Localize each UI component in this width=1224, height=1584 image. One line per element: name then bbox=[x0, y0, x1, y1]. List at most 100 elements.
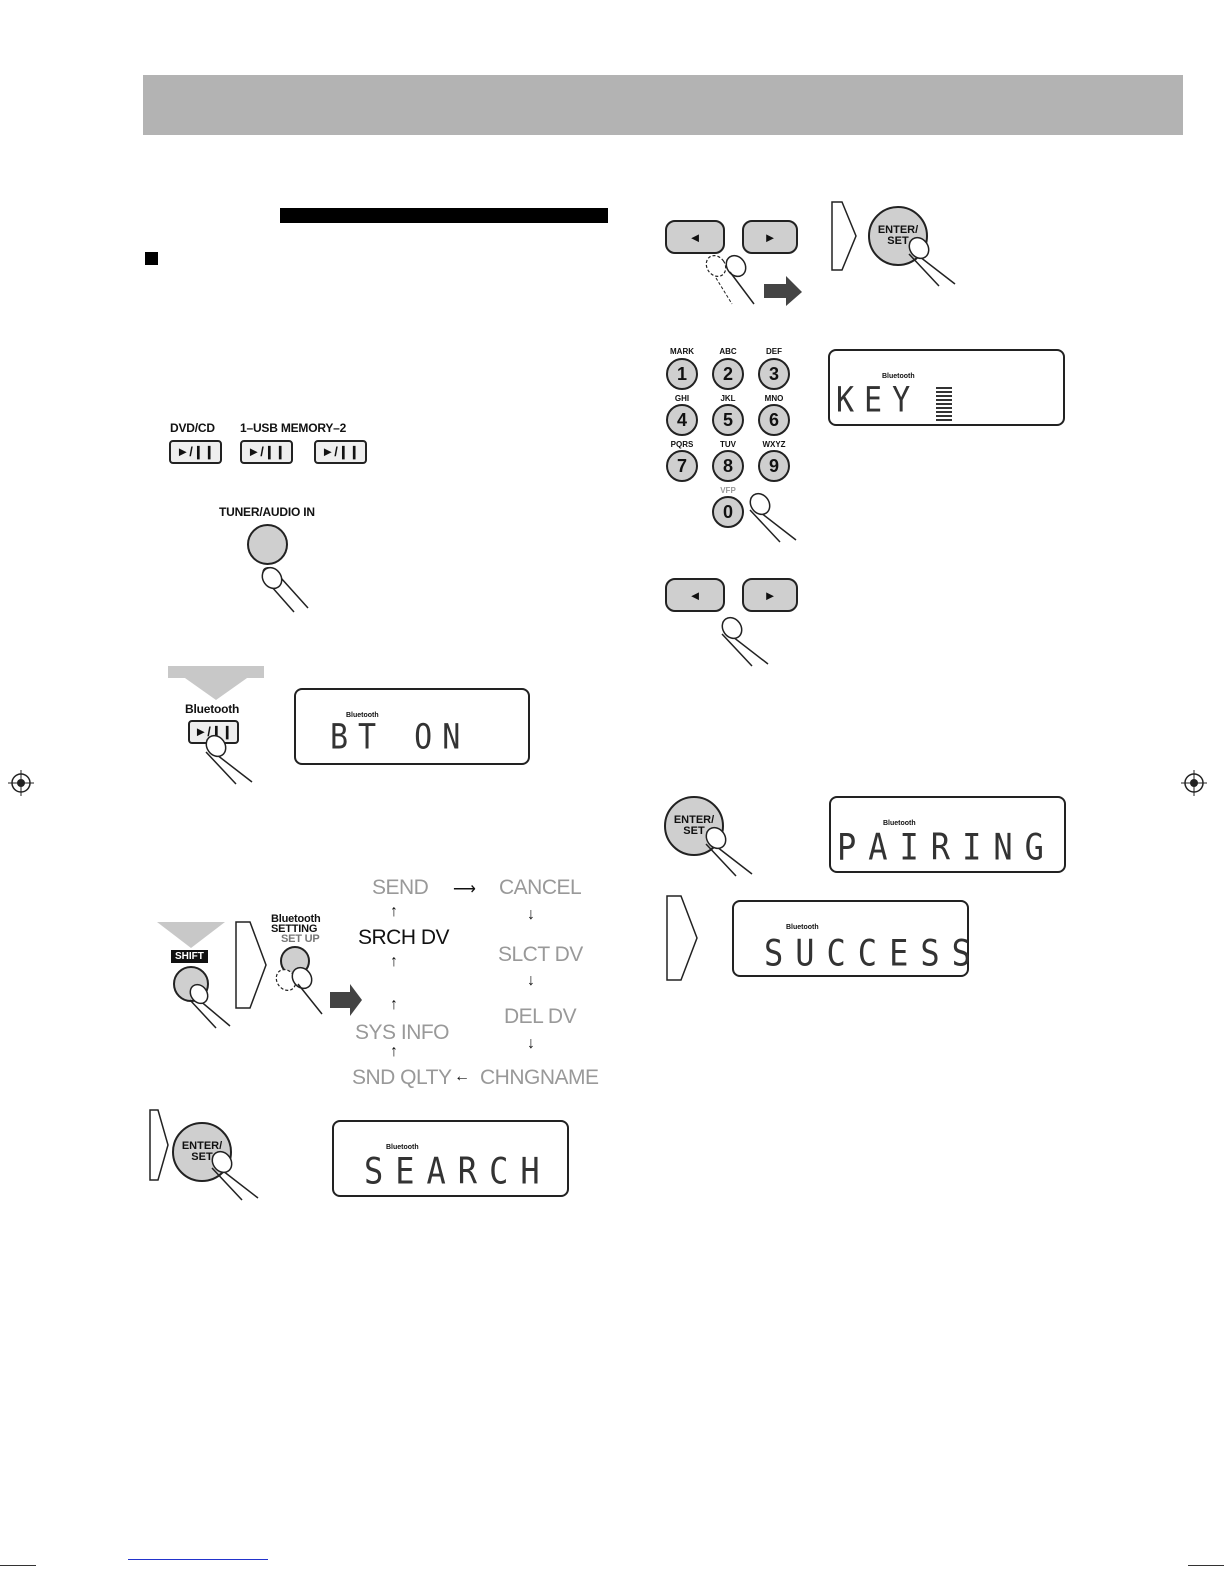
next-step-arrow-icon bbox=[666, 895, 698, 981]
menu-sys-info: SYS INFO bbox=[355, 1021, 450, 1044]
down-arrow-icon bbox=[157, 922, 225, 948]
finger-press-icon bbox=[908, 236, 956, 287]
bluetooth-label: Bluetooth bbox=[185, 702, 240, 716]
key-caption: JKL bbox=[720, 394, 736, 403]
cursor-right-button[interactable]: ► bbox=[742, 220, 798, 254]
finger-press-icon bbox=[211, 1150, 259, 1201]
finger-press-icon bbox=[205, 734, 253, 785]
menu-send: SEND bbox=[372, 876, 429, 899]
section-bullet bbox=[145, 252, 158, 265]
key-caption: VFP bbox=[720, 486, 736, 495]
enter-set-line2: SET bbox=[191, 1151, 213, 1163]
arrow-right-icon: ⟶ bbox=[453, 881, 476, 898]
menu-srch-dv: SRCH DV bbox=[358, 926, 450, 949]
key-0-button[interactable]: 0 bbox=[712, 496, 744, 528]
enter-set-line1: ENTER/ bbox=[877, 224, 919, 236]
key-caption: MNO bbox=[764, 394, 784, 403]
usb-memory-label: 1–USB MEMORY–2 bbox=[240, 421, 347, 435]
key-caption: ABC bbox=[719, 347, 737, 356]
key-caption: MARK bbox=[670, 347, 694, 356]
display-text: SEARCH bbox=[364, 1149, 552, 1193]
arrow-down-icon: ↓ bbox=[527, 1035, 535, 1052]
bt-setting-line1: Bluetooth bbox=[271, 913, 321, 925]
bluetooth-indicator: Bluetooth bbox=[346, 712, 379, 719]
next-step-arrow-icon bbox=[831, 201, 857, 271]
menu-slct-dv: SLCT DV bbox=[498, 943, 583, 966]
key-8-button[interactable]: 8 bbox=[712, 450, 744, 482]
display-text: PAIRING bbox=[837, 825, 1056, 869]
bt-setting-line2: SETTING bbox=[271, 923, 318, 935]
key-caption: WXYZ bbox=[762, 440, 786, 449]
bluetooth-indicator: Bluetooth bbox=[786, 924, 819, 931]
enter-set-line2: SET bbox=[887, 235, 909, 247]
cursor-right-button[interactable]: ► bbox=[742, 578, 798, 612]
finger-slide-icon bbox=[705, 254, 802, 306]
finger-slide-icon bbox=[275, 966, 362, 1016]
tuner-audio-in-label: TUNER/AUDIO IN bbox=[219, 505, 315, 519]
enter-set-button[interactable]: ENTER/SET bbox=[664, 796, 724, 856]
arrow-up-icon: ↑ bbox=[390, 1043, 398, 1060]
key-6-button[interactable]: 6 bbox=[758, 404, 790, 436]
display-pairing: Bluetooth PAIRING bbox=[829, 796, 1066, 873]
key-caption: GHI bbox=[674, 394, 690, 403]
usb2-play-button[interactable]: ►/❙❙ bbox=[314, 440, 367, 464]
key-caption: DEF bbox=[766, 347, 782, 356]
footer-rule bbox=[0, 1565, 36, 1566]
enter-set-line1: ENTER/ bbox=[673, 814, 715, 826]
footer-rule bbox=[1188, 1565, 1224, 1566]
menu-snd-qlty: SND QLTY bbox=[352, 1066, 452, 1089]
key-caption: TUV bbox=[720, 440, 736, 449]
finger-press-icon bbox=[261, 566, 309, 613]
display-key: Bluetooth KEY bbox=[828, 349, 1065, 426]
key-caption: PQRS bbox=[670, 440, 694, 449]
header-bar bbox=[143, 75, 1183, 135]
dvd-cd-label: DVD/CD bbox=[170, 421, 215, 435]
finger-press-icon bbox=[749, 492, 797, 543]
arrow-up-icon: ↑ bbox=[390, 903, 398, 920]
arrow-up-icon: ↑ bbox=[390, 953, 398, 970]
cursor-block-icon bbox=[936, 385, 952, 421]
shift-label: SHIFT bbox=[171, 950, 208, 963]
finger-press-icon bbox=[705, 826, 753, 877]
enter-set-line2: SET bbox=[683, 825, 705, 837]
dvd-cd-play-button[interactable]: ►/❙❙ bbox=[169, 440, 222, 464]
key-7-button[interactable]: 7 bbox=[666, 450, 698, 482]
next-step-arrow-icon bbox=[235, 921, 267, 1009]
key-1-button[interactable]: 1 bbox=[666, 358, 698, 390]
display-text: SUCCESS bbox=[764, 931, 983, 975]
display-success: Bluetooth SUCCESS bbox=[732, 900, 971, 977]
next-step-arrow-icon bbox=[149, 1109, 169, 1181]
bluetooth-indicator: Bluetooth bbox=[883, 820, 916, 827]
usb1-play-button[interactable]: ►/❙❙ bbox=[240, 440, 293, 464]
bluetooth-indicator: Bluetooth bbox=[882, 373, 915, 380]
arrow-up-icon: ↑ bbox=[390, 996, 398, 1013]
arrow-down-icon: ↓ bbox=[527, 972, 535, 989]
down-arrow-icon bbox=[168, 666, 264, 700]
cursor-left-button[interactable]: ◄ bbox=[665, 578, 725, 612]
display-bt-on: Bluetooth BT ON bbox=[294, 688, 530, 765]
menu-cancel: CANCEL bbox=[499, 876, 582, 899]
bt-setting-line3: SET UP bbox=[281, 933, 320, 945]
footer-rule bbox=[128, 1559, 268, 1560]
arrow-left-icon: ← bbox=[454, 1068, 470, 1085]
finger-press-icon bbox=[721, 616, 769, 667]
section-rule bbox=[280, 208, 608, 223]
cursor-left-button[interactable]: ◄ bbox=[665, 220, 725, 254]
display-text: BT ON bbox=[330, 717, 471, 758]
menu-del-dv: DEL DV bbox=[504, 1005, 577, 1028]
display-text: KEY bbox=[836, 380, 921, 421]
key-3-button[interactable]: 3 bbox=[758, 358, 790, 390]
key-5-button[interactable]: 5 bbox=[712, 404, 744, 436]
menu-chngname: CHNGNAME bbox=[480, 1066, 599, 1089]
key-9-button[interactable]: 9 bbox=[758, 450, 790, 482]
registration-mark-right bbox=[1181, 770, 1207, 796]
registration-mark-left bbox=[8, 770, 34, 796]
key-2-button[interactable]: 2 bbox=[712, 358, 744, 390]
bt-setting-label: Bluetooth SETTING SET UP bbox=[271, 913, 321, 945]
display-search: Bluetooth SEARCH bbox=[332, 1120, 569, 1197]
key-4-button[interactable]: 4 bbox=[666, 404, 698, 436]
tuner-audio-in-button[interactable] bbox=[247, 524, 288, 565]
bluetooth-play-button[interactable]: ►/❙❙ bbox=[188, 720, 239, 744]
finger-press-icon bbox=[189, 983, 231, 1029]
enter-set-line1: ENTER/ bbox=[181, 1140, 223, 1152]
